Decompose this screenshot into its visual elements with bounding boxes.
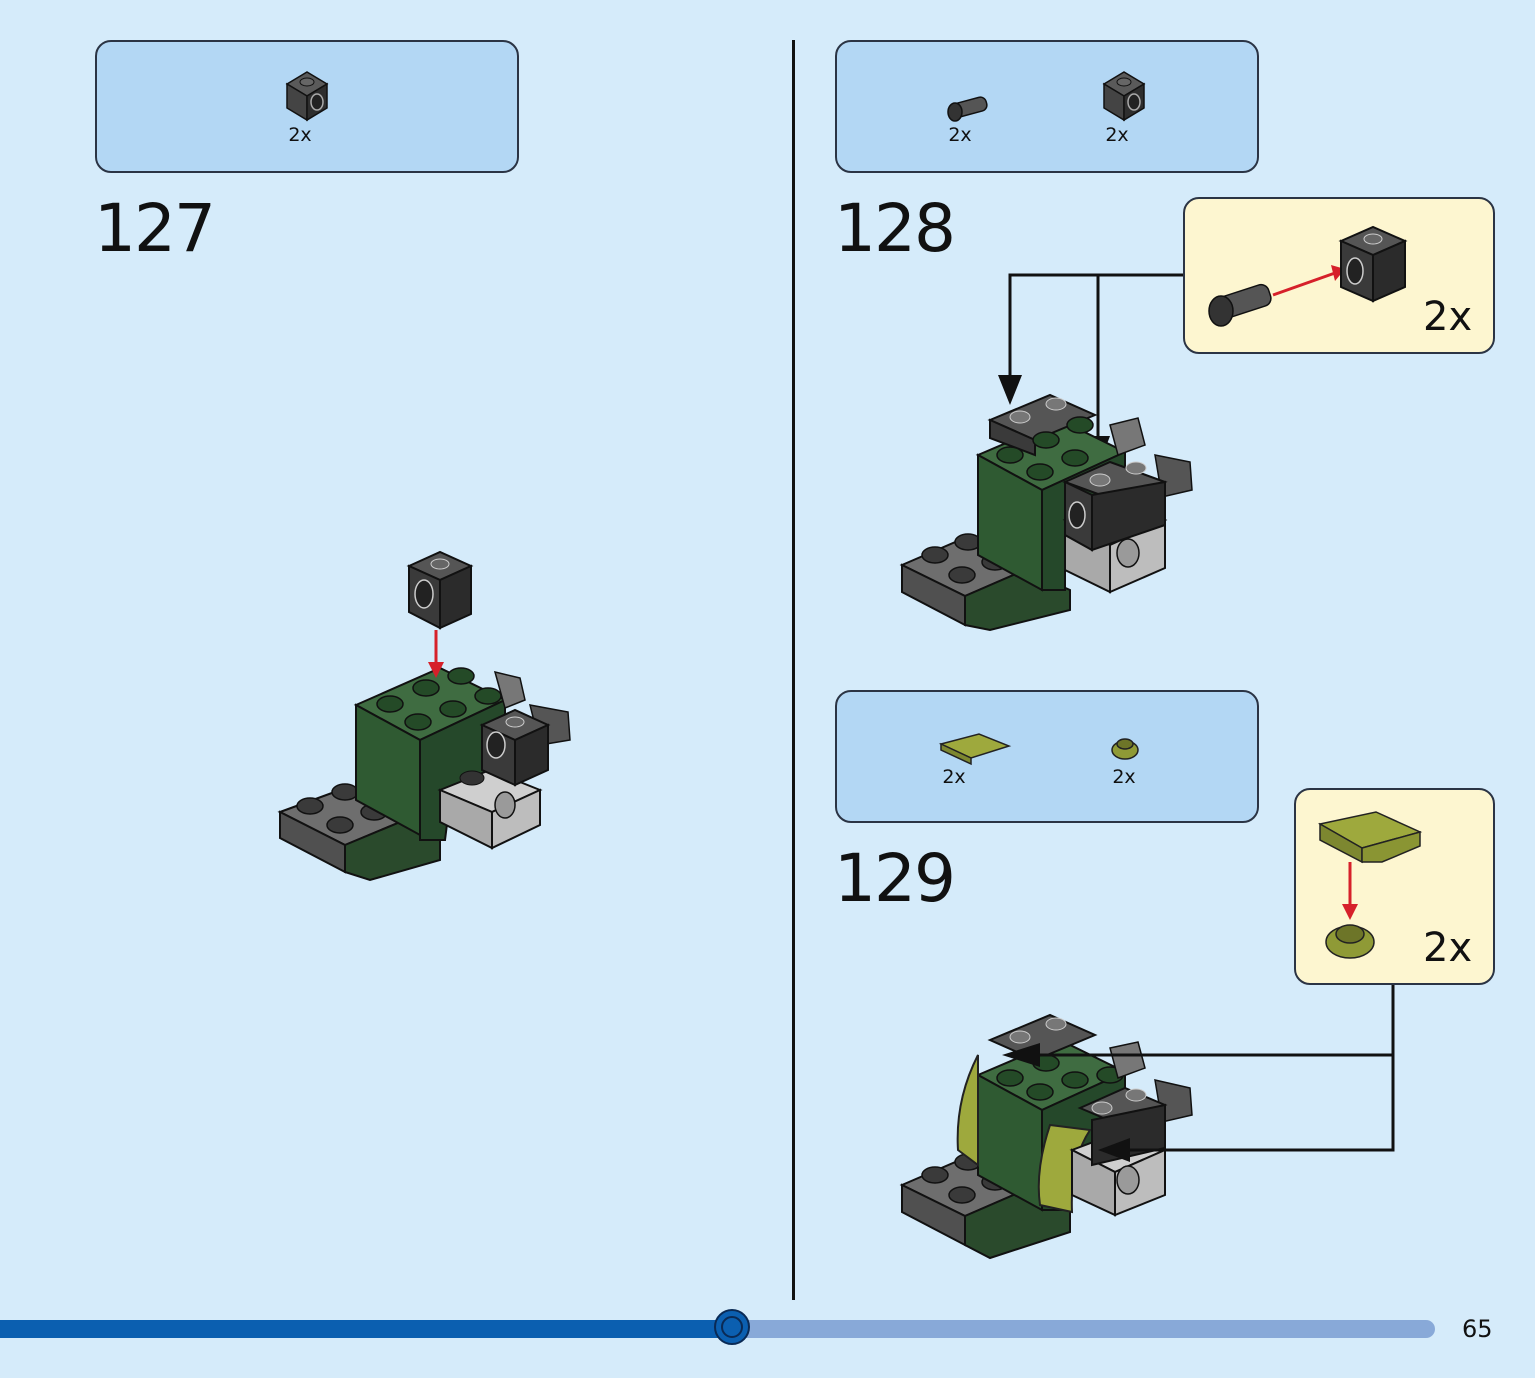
technic-pin-icon [947, 96, 988, 122]
technic-brick-icon [285, 71, 329, 122]
progress-marker [714, 1309, 750, 1345]
parts-box-step-129: 2x 2x [835, 690, 1259, 823]
step-number-129: 129 [834, 840, 956, 917]
page-number: 65 [1462, 1315, 1493, 1343]
parts-box-step-128: 2x 2x [835, 40, 1259, 173]
part-qty: 2x [948, 124, 972, 146]
callout-qty: 2x [1423, 294, 1473, 340]
parts-box-step-127: 2x [95, 40, 519, 173]
technic-brick-icon [1102, 71, 1146, 122]
progress-fill [0, 1320, 732, 1338]
page-divider [792, 40, 795, 1300]
step-number-127: 127 [94, 190, 216, 267]
callout-step-128: 2x [1183, 197, 1495, 354]
part-qty: 2x [1105, 124, 1129, 146]
part-qty: 2x [1112, 766, 1136, 788]
progress-bar [0, 1309, 1435, 1345]
slope-onto-plate-illustration [1317, 811, 1423, 959]
part-qty: 2x [288, 124, 312, 146]
curved-slope-icon [938, 733, 1012, 766]
callout-step-129: 2x [1294, 788, 1495, 985]
round-plate-icon [1111, 738, 1139, 760]
part-qty: 2x [942, 766, 966, 788]
pin-into-brick-illustration [1208, 225, 1408, 327]
callout-qty: 2x [1423, 925, 1473, 971]
step-number-128: 128 [834, 190, 956, 267]
